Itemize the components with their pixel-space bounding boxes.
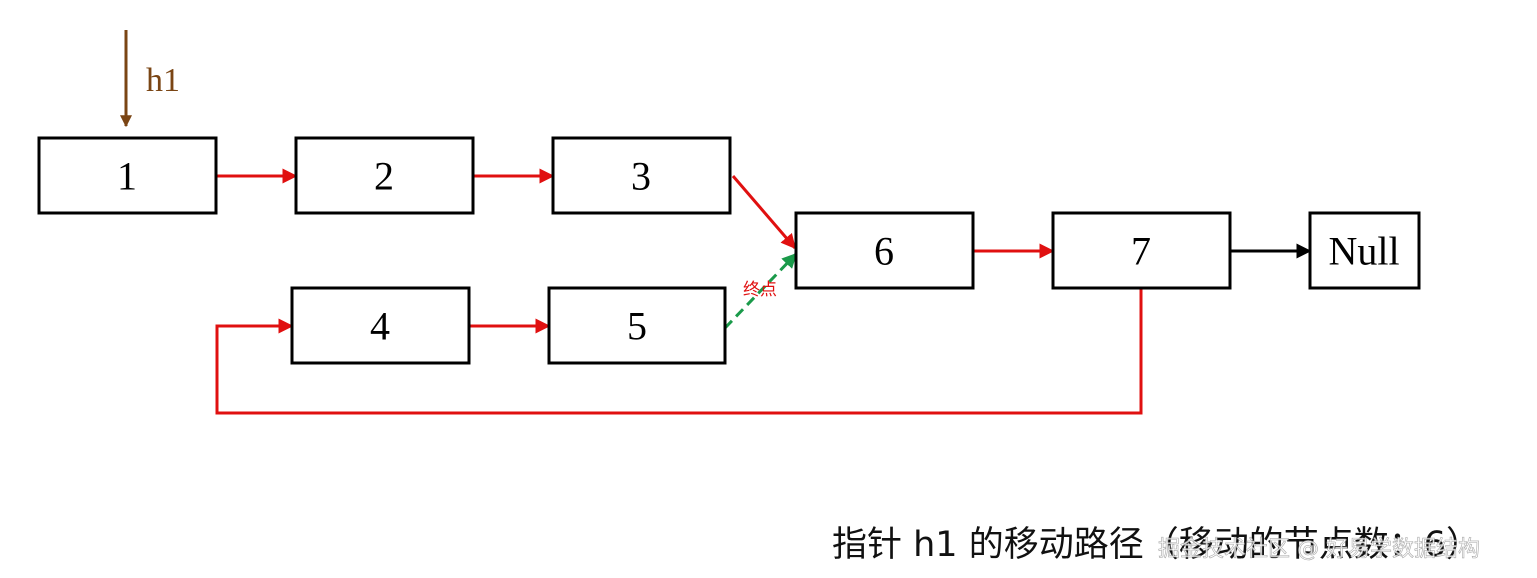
node-null-label: Null xyxy=(1328,229,1399,274)
node-5: 5 xyxy=(547,286,727,365)
node-null: Null xyxy=(1308,211,1421,290)
node-2: 2 xyxy=(294,136,475,215)
edge-5-to-6-final xyxy=(723,252,798,330)
watermark: 掘金技术社区 @ 好易学数据结构 xyxy=(1158,537,1480,562)
node-4: 4 xyxy=(290,286,471,365)
edge-3-to-6 xyxy=(731,175,797,250)
node-3-label: 3 xyxy=(631,154,651,199)
end-point-label: 终点 xyxy=(743,280,777,300)
node-4-label: 4 xyxy=(370,304,390,349)
caption: 指针 h1 的移动路径（移动的节点数：6） xyxy=(832,525,1481,565)
node-3: 3 xyxy=(551,136,732,215)
node-1-label: 1 xyxy=(117,154,137,199)
node-1: 1 xyxy=(37,136,218,215)
pointer-h1-label: h1 xyxy=(146,62,180,99)
node-7: 7 xyxy=(1051,211,1232,290)
node-6: 6 xyxy=(794,211,975,290)
node-7-label: 7 xyxy=(1131,229,1151,274)
node-2-label: 2 xyxy=(374,154,394,199)
node-5-label: 5 xyxy=(627,304,647,349)
edge-7-to-4 xyxy=(215,289,1143,415)
node-6-label: 6 xyxy=(874,229,894,274)
